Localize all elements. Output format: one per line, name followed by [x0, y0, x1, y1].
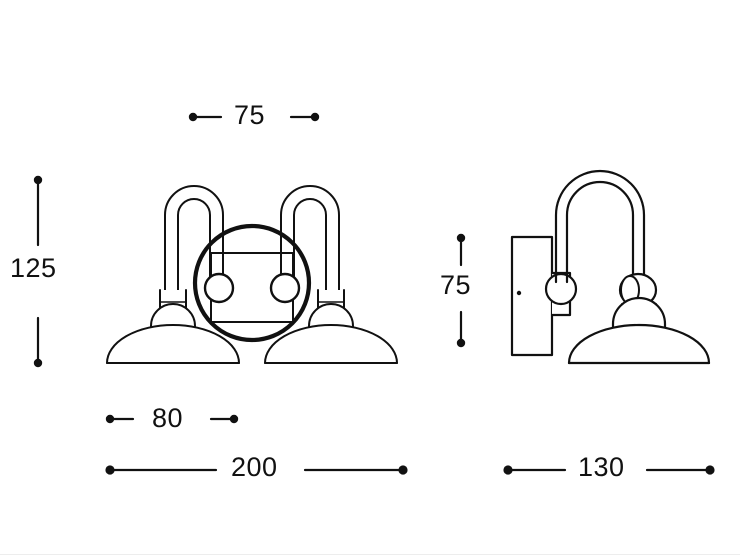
front-left-gooseneck-outer: [164, 185, 224, 291]
dim-200-right-dot: [398, 465, 408, 475]
dim-125-top-dot: [33, 175, 43, 185]
dim-label-wall-plate-height: 75: [440, 270, 472, 300]
front-left-socket: [203, 272, 235, 304]
dim-80-right-dot: [229, 414, 239, 424]
front-right-socket: [269, 272, 301, 304]
front-right-gooseneck-outer: [280, 185, 340, 291]
dim-front-overall-height: [33, 175, 43, 368]
dim-130-left-dot: [503, 465, 513, 475]
side-wall-plate: [510, 235, 554, 357]
front-right-shade-flare: [264, 324, 398, 364]
side-gooseneck-inner: [565, 180, 635, 290]
dim-label-overall-height: 125: [10, 253, 57, 283]
dim-label-shade-width: 80: [152, 403, 184, 433]
dim-200-left-dot: [105, 465, 115, 475]
front-backplate-circle: [192, 223, 312, 343]
dim-125-bottom-dot: [33, 358, 43, 368]
dim-label-backplate-width: 75: [234, 100, 266, 130]
dim-75-side-bottom-dot: [456, 338, 466, 348]
dim-label-projection: 130: [578, 452, 625, 482]
dim-130-right-dot: [705, 465, 715, 475]
front-right-gooseneck-inner: [293, 198, 327, 291]
side-view: [510, 169, 711, 365]
dim-label-overall-width: 200: [231, 452, 278, 482]
dim-75-top-right-dot: [310, 112, 320, 122]
dim-front-overall-width: [105, 465, 408, 475]
side-wall-plate-screw-dot: [516, 290, 522, 296]
front-view: [106, 185, 398, 364]
dim-side-projection: [503, 465, 715, 475]
dim-front-backplate-width: [188, 112, 320, 122]
dim-side-wall-plate-height: [456, 233, 466, 348]
front-left-shade-flare: [106, 324, 240, 364]
dim-75-side-top-dot: [456, 233, 466, 243]
dim-front-shade-width: [105, 414, 239, 424]
dim-80-left-dot: [105, 414, 115, 424]
side-left-socket: [544, 272, 578, 306]
dim-75-top-left-dot: [188, 112, 198, 122]
side-gooseneck-outer: [554, 169, 646, 290]
front-left-gooseneck-inner: [177, 198, 211, 291]
side-shade-flare: [567, 323, 711, 365]
dimension-lines: [33, 112, 715, 475]
